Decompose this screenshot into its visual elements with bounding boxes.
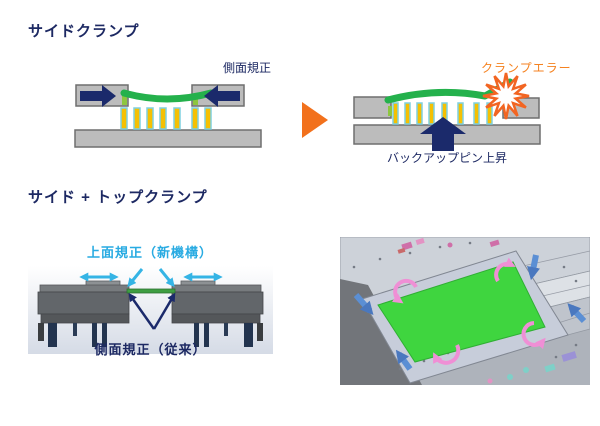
side-clamp-before-figure: [74, 84, 262, 148]
board-edge-left: [122, 96, 127, 105]
v-arrow-icon: [128, 292, 156, 330]
rotate-arrow-icon: [494, 257, 516, 283]
inward-arrow-icon: [567, 303, 587, 324]
transition-arrow-shape: [302, 102, 328, 138]
top-regulation-label: 上面規正（新機構）: [86, 245, 213, 260]
side-regulation-conventional-label: 側面規正（従来）: [94, 342, 207, 357]
cad-iso-image: [340, 237, 590, 385]
section1-title: サイドクランプ: [28, 23, 140, 40]
top-clamp-arrows: [79, 268, 223, 288]
rotate-arrows: [391, 257, 546, 365]
burst-icon: [482, 72, 530, 120]
rotate-arrow-icon: [433, 344, 461, 365]
board-edge-left: [388, 106, 392, 116]
cad-cross-section-image: [28, 266, 273, 354]
inward-clamp-arrows: [353, 254, 587, 371]
side-clamp-after-figure: [353, 72, 541, 151]
board-strip: [126, 288, 176, 294]
diagonal-arrow-icon: [158, 268, 175, 288]
backup-pin-up-arrow-icon: [420, 117, 466, 151]
clamp-arrow-left-icon: [204, 85, 240, 107]
clamp-arrow-right-icon: [80, 85, 116, 107]
board-green-top: [377, 261, 546, 363]
small-components: [397, 237, 577, 384]
right-clamp-assembly: [171, 280, 264, 347]
side-clamp-v-arrows: [128, 292, 176, 330]
side-regulation-label: 側面規正: [223, 61, 272, 75]
sagging-board: [120, 89, 215, 103]
base-plate: [74, 129, 262, 148]
clamp-error-label: クランプエラー: [481, 61, 572, 75]
backup-pins-raised: [392, 102, 493, 125]
board-edge-right: [193, 96, 198, 105]
inward-arrow-icon: [353, 293, 374, 315]
backup-pins: [120, 107, 212, 130]
section2-title: サイド + トップクランプ: [28, 189, 208, 206]
inward-arrow-icon: [395, 349, 413, 371]
backup-pin-label: バックアップピン上昇: [387, 151, 508, 165]
v-arrow-icon: [152, 292, 176, 330]
rotate-arrow-icon: [521, 321, 546, 350]
diagonal-arrow-icon: [127, 268, 144, 288]
left-clamp-assembly: [37, 280, 130, 347]
transition-arrow-icon: [302, 102, 328, 138]
inward-arrow-icon: [527, 254, 541, 281]
rotate-arrow-icon: [391, 278, 418, 304]
